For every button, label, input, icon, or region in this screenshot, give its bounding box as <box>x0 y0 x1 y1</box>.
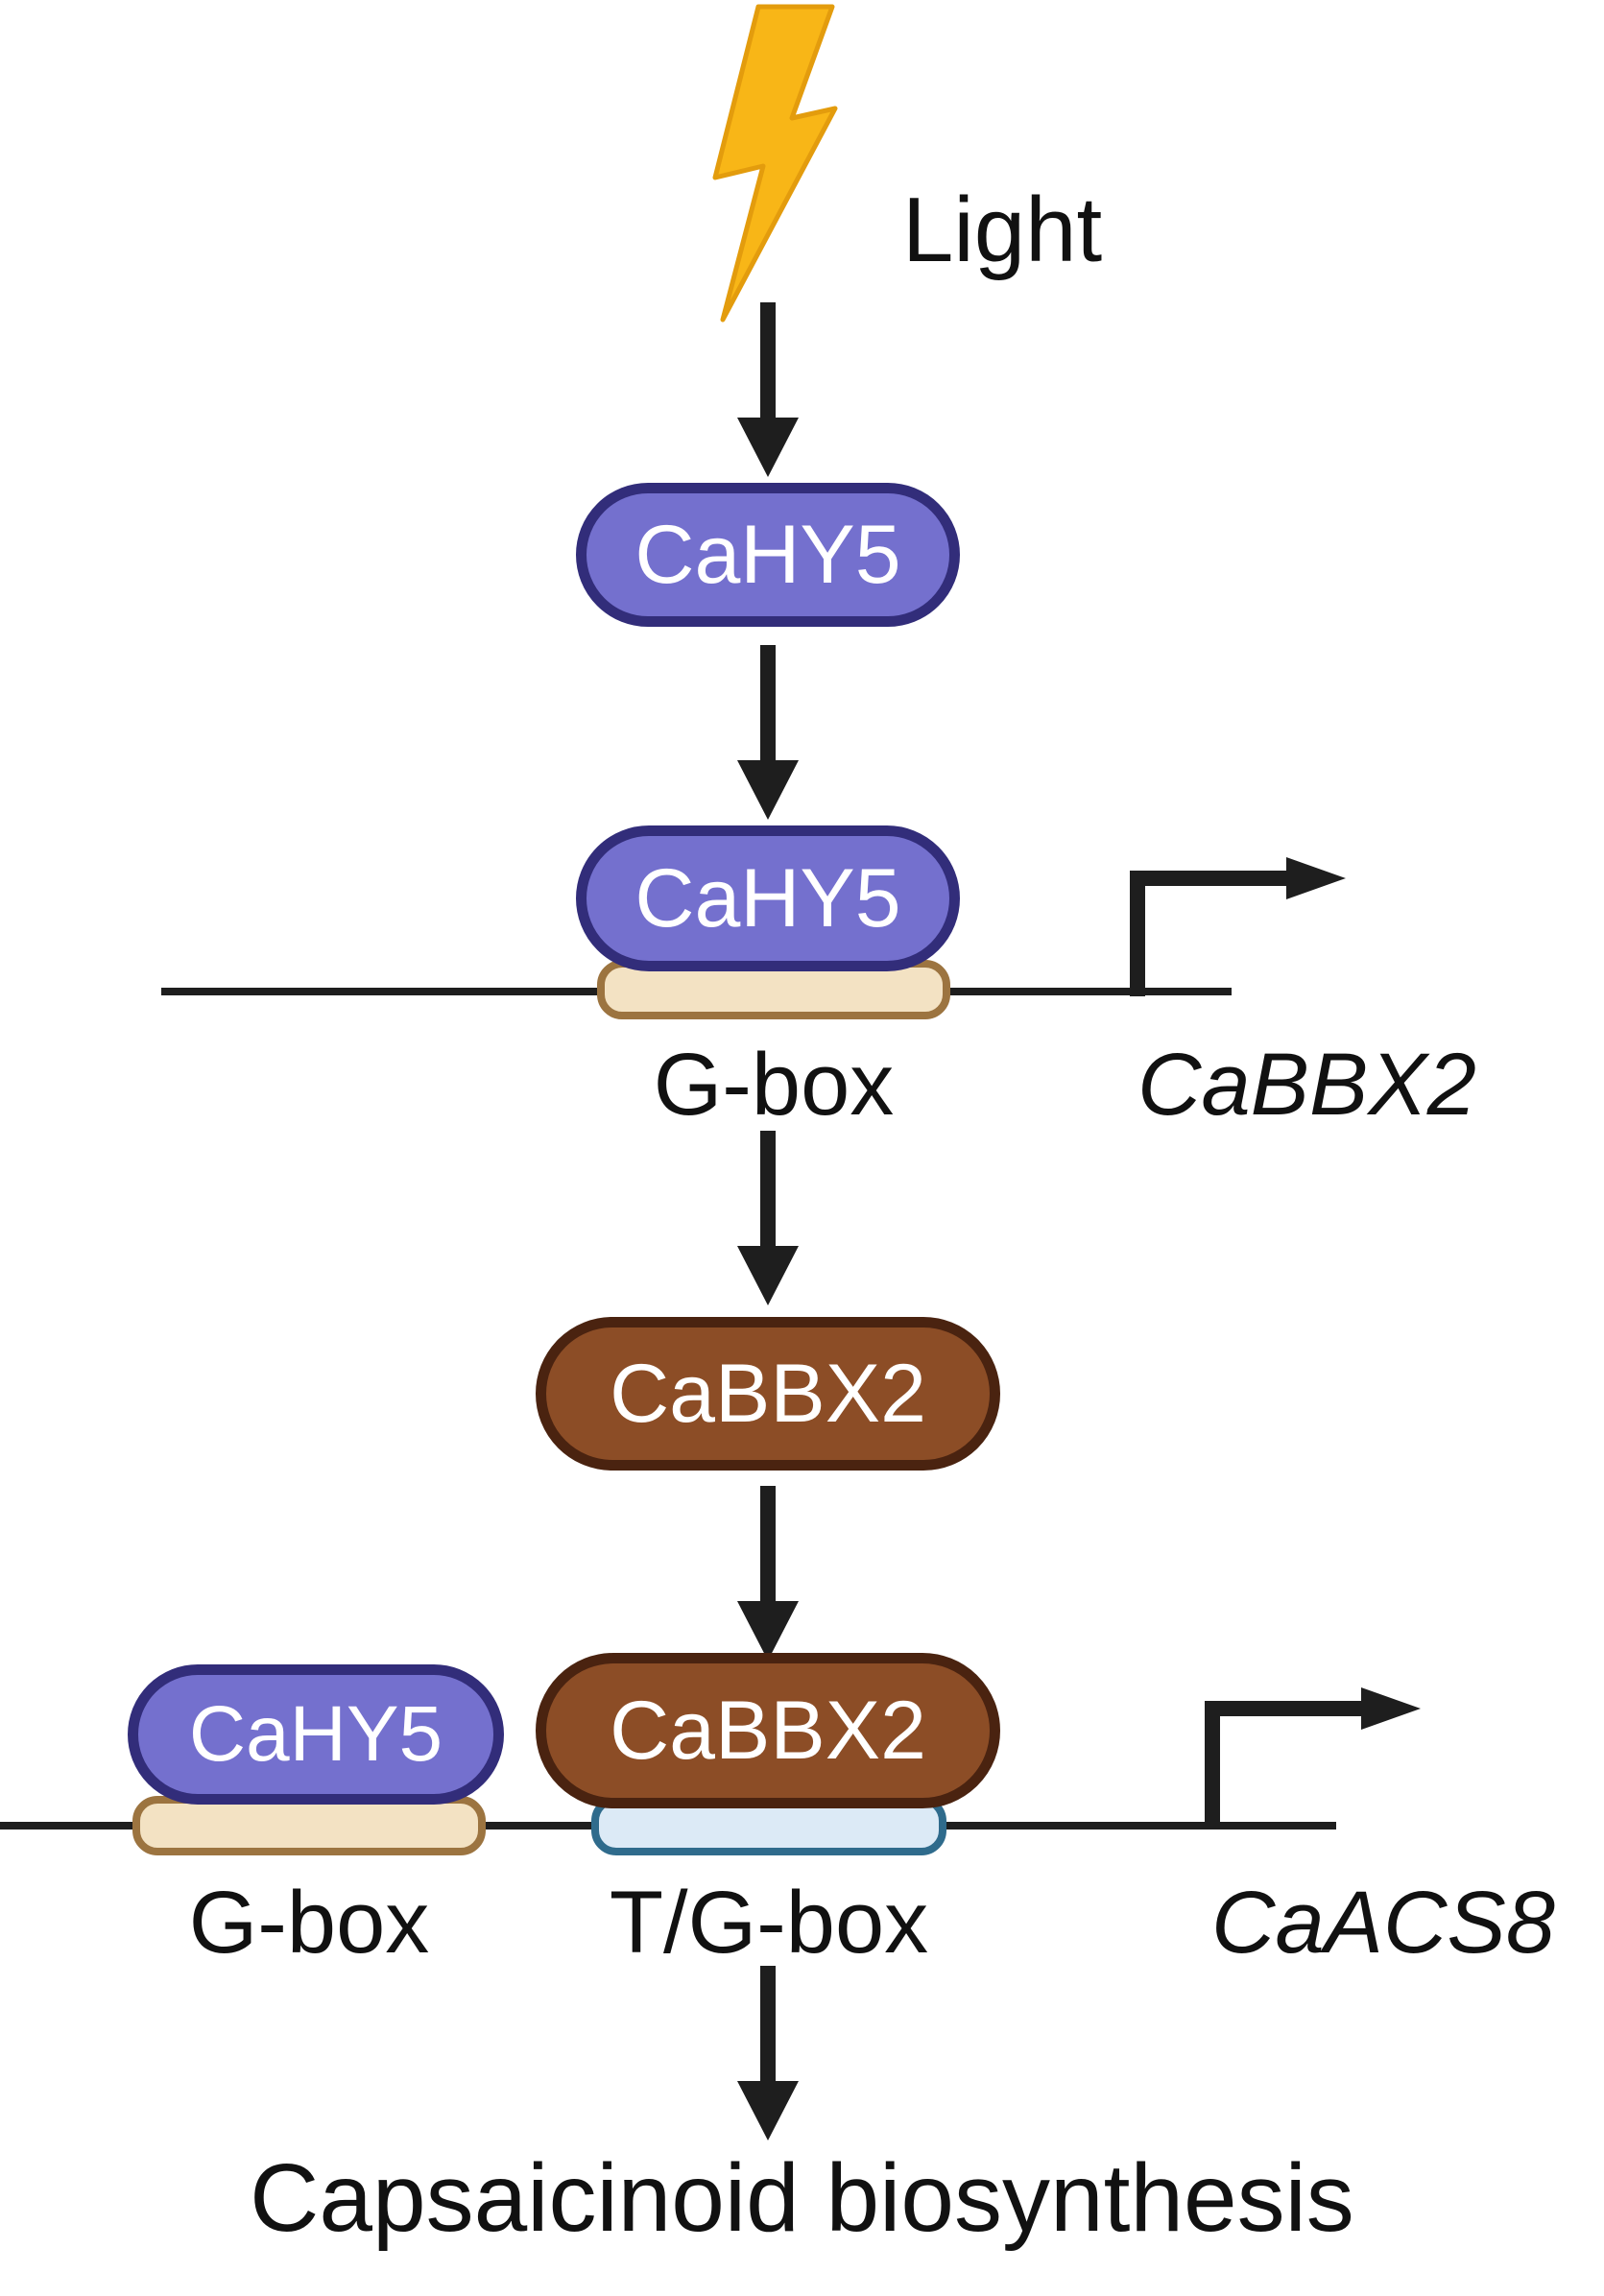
cabbx2-pill: CaBBX2 <box>536 1317 1000 1471</box>
cabbx2-pill-on-caacs8-promoter: CaBBX2 <box>536 1653 1000 1808</box>
cahy5-pill-top: CaHY5 <box>576 483 960 627</box>
gbox-label-cabbx2-promoter: G-box <box>653 1036 895 1134</box>
cahy5-pill-on-gbox: CaHY5 <box>576 825 960 971</box>
cahy5-pill-on-caacs8-promoter: CaHY5 <box>128 1664 504 1805</box>
arrow-cabbx2-transcription-to-protein <box>737 1131 799 1305</box>
arrow-cahy5-to-promoter <box>737 645 799 820</box>
tgbox-label: T/G-box <box>609 1874 929 1972</box>
cabbx2-gene-label: CaBBX2 <box>1137 1036 1476 1134</box>
caacs8-gene-label: CaACS8 <box>1211 1874 1555 1972</box>
transcription-arrow-cabbx2 <box>1130 857 1346 996</box>
gbox-element-caacs8-promoter <box>132 1796 486 1855</box>
arrow-caacs8-to-biosynthesis <box>737 1966 799 2141</box>
arrow-cabbx2-to-promoter <box>737 1486 799 1661</box>
gbox-label-caacs8-promoter: G-box <box>188 1874 430 1972</box>
capsaicinoid-biosynthesis-label: Capsaicinoid biosynthesis <box>250 2144 1354 2252</box>
lightning-bolt-icon <box>712 4 838 323</box>
transcription-arrow-caacs8 <box>1205 1687 1421 1827</box>
arrow-light-to-cahy5 <box>737 302 799 477</box>
light-label: Light <box>902 179 1103 281</box>
